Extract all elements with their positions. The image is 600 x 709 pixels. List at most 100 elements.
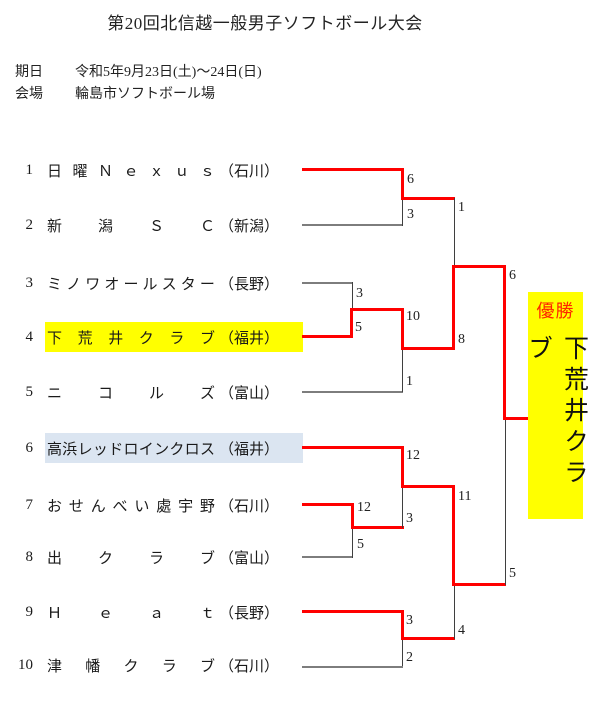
score-label: 11 (458, 489, 472, 504)
loser-line (302, 666, 403, 668)
winner-line (302, 335, 352, 338)
champion-name: 下荒井クラブ (524, 335, 588, 490)
team-name-block: ニコルズ （富山） (45, 377, 303, 407)
team-prefecture: （長野） (219, 605, 280, 622)
winner-line (350, 308, 404, 311)
team-name-block: 津幡クラブ （石川） (45, 650, 303, 680)
team-seed: 3 (25, 274, 34, 291)
team-name-block: おせんべい處宇野 （石川） (45, 490, 303, 520)
score-label: 10 (406, 309, 420, 324)
team-name: ニコルズ (47, 385, 215, 402)
loser-line (352, 528, 353, 558)
score-label: 8 (458, 332, 465, 347)
team-prefecture: （富山） (219, 550, 280, 567)
champion-box: 優勝 下荒井クラブ (525, 292, 588, 519)
team-seed: 2 (25, 216, 34, 233)
score-label: 6 (407, 172, 414, 187)
winner-line (401, 485, 455, 488)
team-seed: 1 (25, 161, 34, 178)
team-prefecture: （石川） (219, 658, 280, 675)
score-label: 3 (356, 286, 363, 301)
date-label: 期日 (15, 65, 43, 80)
loser-line (352, 282, 353, 309)
winner-line (401, 446, 404, 488)
champion-line (503, 417, 528, 420)
team-name: 高浜レッドロインクロス (47, 441, 215, 458)
winner-line (452, 265, 506, 268)
winner-line (401, 168, 404, 199)
score-label: 3 (407, 207, 414, 222)
loser-line (402, 350, 403, 392)
score-label: 5 (355, 320, 362, 335)
team-row: 5 ニコルズ （富山） (10, 377, 310, 407)
winner-line (302, 446, 403, 449)
winner-line (503, 265, 506, 420)
loser-line (302, 391, 403, 393)
score-label: 1 (458, 200, 465, 215)
score-label: 5 (509, 566, 516, 581)
score-label: 12 (357, 500, 371, 515)
winner-line (401, 347, 455, 350)
team-row: 10 津幡クラブ （石川） (10, 650, 310, 680)
venue-label: 会場 (15, 87, 43, 102)
team-seed: 7 (25, 496, 34, 513)
winner-line (351, 503, 354, 529)
event-venue-row: 会場 輪島市ソフトボール場 (15, 84, 262, 106)
winner-line (452, 485, 455, 585)
loser-line (505, 419, 506, 585)
team-prefecture: （石川） (219, 163, 280, 180)
loser-line (402, 199, 403, 226)
loser-line (454, 198, 455, 268)
team-prefecture: （福井） (219, 330, 280, 347)
loser-line (302, 556, 353, 558)
winner-line (401, 637, 455, 640)
event-info: 期日 令和5年9月23日(土)～24日(日) 会場 輪島市ソフトボール場 (15, 62, 262, 106)
score-label: 3 (406, 613, 413, 628)
score-label: 1 (406, 374, 413, 389)
team-prefecture: （石川） (219, 498, 280, 515)
score-label: 3 (406, 511, 413, 526)
team-prefecture: （新潟） (219, 218, 280, 235)
team-row: 7 おせんべい處宇野 （石川） (10, 490, 310, 520)
team-name: 下荒井クラブ (47, 330, 215, 347)
loser-line (402, 488, 403, 528)
team-prefecture: （富山） (219, 385, 280, 402)
venue-value: 輪島市ソフトボール場 (75, 87, 215, 102)
event-date-row: 期日 令和5年9月23日(土)～24日(日) (15, 62, 262, 84)
score-label: 12 (406, 448, 420, 463)
loser-line (402, 639, 403, 666)
team-name-block-highlighted: 高浜レッドロインクロス （福井） (45, 433, 303, 463)
loser-line (454, 585, 455, 639)
score-label: 4 (458, 623, 465, 638)
team-name-block: 出クラブ （富山） (45, 542, 303, 572)
score-label: 5 (357, 537, 364, 552)
team-name-block-highlighted: 下荒井クラブ （福井） (45, 322, 303, 352)
winner-line (350, 308, 353, 338)
team-row: 6 高浜レッドロインクロス （福井） (10, 433, 310, 463)
winner-line (351, 526, 404, 529)
team-prefecture: （福井） (219, 441, 280, 458)
team-row: 4 下荒井クラブ （福井） (10, 322, 310, 352)
winner-line (302, 168, 403, 171)
loser-line (302, 224, 403, 226)
winner-line (452, 583, 506, 586)
team-name: 出クラブ (47, 550, 215, 567)
winner-line (401, 308, 404, 350)
team-seed: 10 (18, 656, 33, 673)
team-seed: 4 (25, 328, 34, 345)
team-name: 津幡クラブ (47, 658, 215, 675)
team-name: おせんべい處宇野 (47, 498, 215, 515)
team-name: ミノワオールスター (47, 276, 215, 293)
date-value: 令和5年9月23日(土)～24日(日) (75, 65, 262, 80)
team-seed: 5 (25, 383, 34, 400)
champion-label: 優勝 (536, 301, 575, 321)
team-seed: 9 (25, 603, 34, 620)
